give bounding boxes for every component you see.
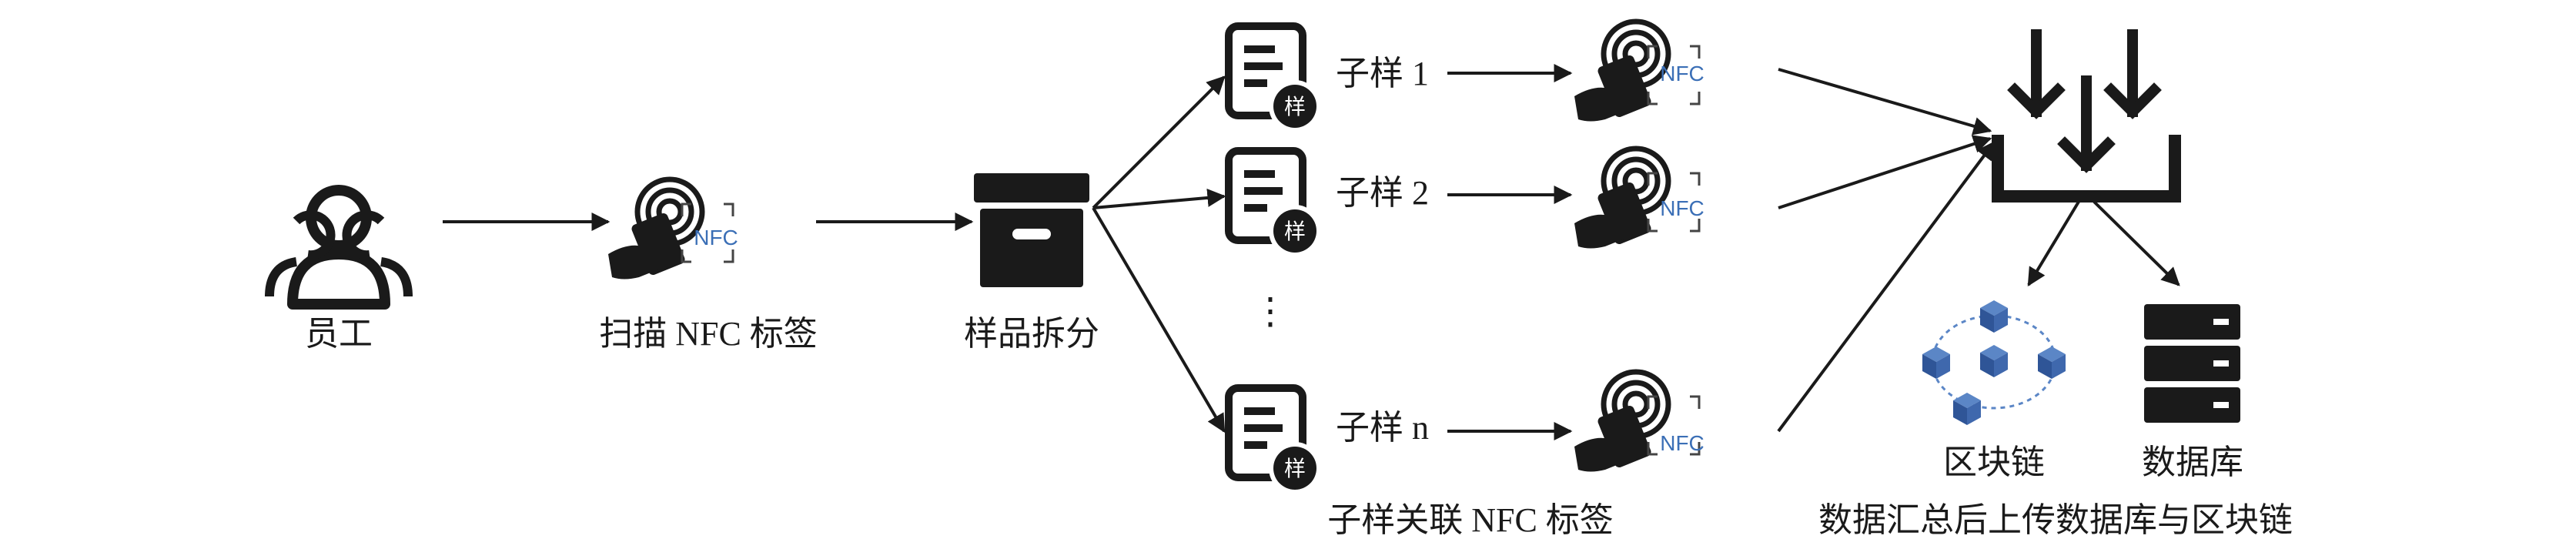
database-label: 数据库 [2142,444,2243,481]
subsample-doc-icon: 样 [1229,151,1321,257]
nfc-text: NFC [1660,431,1705,455]
archive-box-icon [974,173,1089,287]
arrow-nfc1-to-aggregate [1778,68,1992,136]
sample-badge: 样 [1284,95,1306,119]
nfc-scan-icon: NFC [608,179,738,280]
blockchain-icon [1922,300,2066,425]
arrow-nfcn-to-aggregate [1777,141,1996,433]
arrow-to-blockchain [2027,200,2080,287]
arrow-to-database [2093,200,2180,286]
nfc-tag-icon: NFC [1574,372,1705,472]
arrow-split-to-sub2 [1092,188,1226,209]
sample-badge: 样 [1284,457,1306,481]
subsample-label: 子样 2 [1336,174,1429,212]
ellipsis: ⋮ [1252,291,1289,332]
subsample-label: 子样 1 [1336,55,1429,92]
arrow-split-to-sub1 [1092,75,1226,209]
nfc-tag-icon: NFC [1574,149,1705,249]
nfc-tag-icon: NFC [1574,22,1705,122]
split-label: 样品拆分 [964,315,1099,353]
aggregate-download-icon [1992,29,2181,203]
blockchain-label: 区块链 [1943,444,2045,481]
nfc-text: NFC [694,226,738,249]
link-caption: 子样关联 NFC 标签 [1327,501,1614,539]
aggregate-caption: 数据汇总后上传数据库与区块链 [1818,501,2293,539]
staff-label: 员工 [305,315,373,353]
nfc-text: NFC [1660,196,1705,220]
database-icon [2144,304,2240,423]
nfc-text: NFC [1660,62,1705,85]
sample-badge: 样 [1284,219,1306,244]
arrow-nfc2-to-aggregate [1778,135,1992,209]
scan-label: 扫描 NFC 标签 [599,315,818,353]
subsample-doc-icon: 样 [1229,26,1321,132]
people-icon [265,185,413,310]
arrow-split-to-subn [1092,206,1226,434]
subsample-label: 子样 n [1336,409,1429,447]
subsample-doc-icon: 样 [1229,388,1321,494]
